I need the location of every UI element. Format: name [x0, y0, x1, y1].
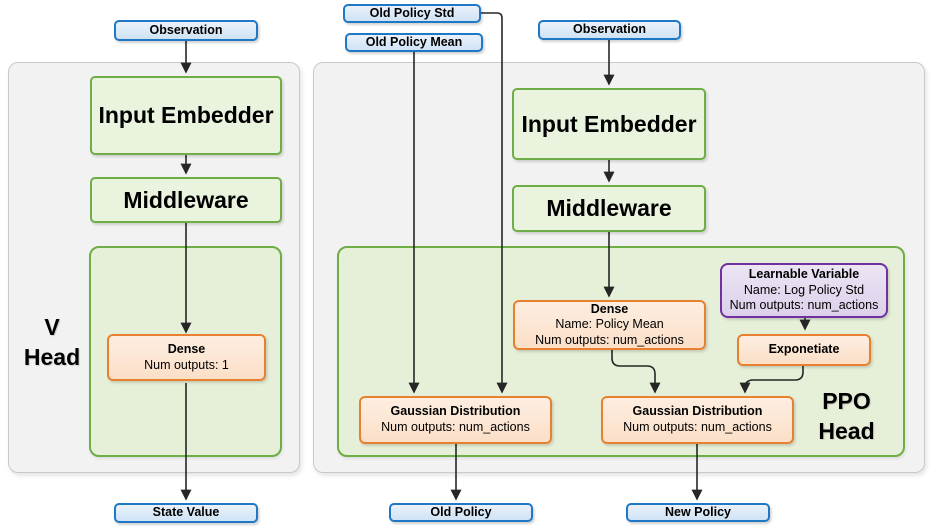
state-value-label: State Value: [152, 505, 220, 520]
arrow-exponetiate-to-gaussian-right: [739, 366, 804, 394]
new-policy-node: New Policy: [626, 503, 770, 522]
exponetiate-node: Exponetiate: [737, 334, 871, 366]
dense-policy-mean-name: Name: Policy Mean: [555, 317, 664, 332]
middleware-node-v: Middleware: [90, 177, 282, 223]
gaussian-distribution-right-node: Gaussian Distribution Num outputs: num_a…: [601, 396, 794, 444]
observation-label-v: Observation: [149, 22, 223, 37]
observation-label-ppo: Observation: [573, 22, 646, 37]
new-policy-label: New Policy: [665, 504, 731, 519]
middleware-label-ppo: Middleware: [546, 195, 672, 222]
input-embedder-label-v: Input Embedder: [98, 102, 274, 129]
dense-policy-mean-num-outputs: Num outputs: num_actions: [535, 332, 684, 347]
input-embedder-node-v: Input Embedder: [90, 76, 282, 155]
ppo-head-label-line2: Head: [818, 418, 875, 444]
exponetiate-label: Exponetiate: [768, 342, 840, 357]
middleware-label-v: Middleware: [123, 186, 249, 213]
old-policy-label: Old Policy: [430, 504, 492, 519]
gaussian-left-title: Gaussian Distribution: [390, 404, 521, 419]
arrow-old-policy-std-to-gaussian-left: [481, 12, 508, 394]
arrow-dense-to-gaussian-right: [611, 350, 661, 394]
learnable-variable-num-outputs: Num outputs: num_actions: [729, 298, 879, 313]
input-embedder-node-ppo: Input Embedder: [512, 88, 706, 160]
dense-title-v: Dense: [167, 341, 206, 356]
learnable-variable-title: Learnable Variable: [748, 267, 860, 282]
old-policy-std-node: Old Policy Std: [343, 4, 481, 23]
gaussian-distribution-left-node: Gaussian Distribution Num outputs: num_a…: [359, 396, 552, 444]
old-policy-std-label: Old Policy Std: [369, 5, 455, 20]
dense-policy-mean-title: Dense: [590, 301, 629, 316]
observation-node-ppo: Observation: [538, 20, 681, 40]
ppo-head-label-line1: PPO: [822, 388, 871, 414]
v-head-label: V Head: [12, 312, 92, 372]
dense-num-outputs-v: Num outputs: 1: [144, 357, 229, 372]
input-embedder-label-ppo: Input Embedder: [521, 110, 697, 137]
v-head-label-line2: Head: [23, 344, 81, 370]
gaussian-right-title: Gaussian Distribution: [632, 404, 763, 419]
gaussian-left-num-outputs: Num outputs: num_actions: [381, 420, 530, 434]
learnable-variable-node: Learnable Variable Name: Log Policy Std …: [720, 263, 888, 318]
ppo-head-label: PPO Head: [799, 386, 894, 446]
old-policy-node: Old Policy: [389, 503, 533, 522]
learnable-variable-name: Name: Log Policy Std: [743, 282, 865, 297]
state-value-node: State Value: [114, 503, 258, 523]
old-policy-mean-node: Old Policy Mean: [345, 33, 483, 52]
dense-node-v: Dense Num outputs: 1: [107, 334, 266, 381]
observation-node-v: Observation: [114, 20, 258, 41]
v-head-label-line1: V: [44, 314, 60, 340]
old-policy-mean-label: Old Policy Mean: [365, 34, 463, 49]
gaussian-right-num-outputs: Num outputs: num_actions: [623, 420, 772, 434]
dense-policy-mean-node: Dense Name: Policy Mean Num outputs: num…: [513, 300, 706, 350]
middleware-node-ppo: Middleware: [512, 185, 706, 232]
